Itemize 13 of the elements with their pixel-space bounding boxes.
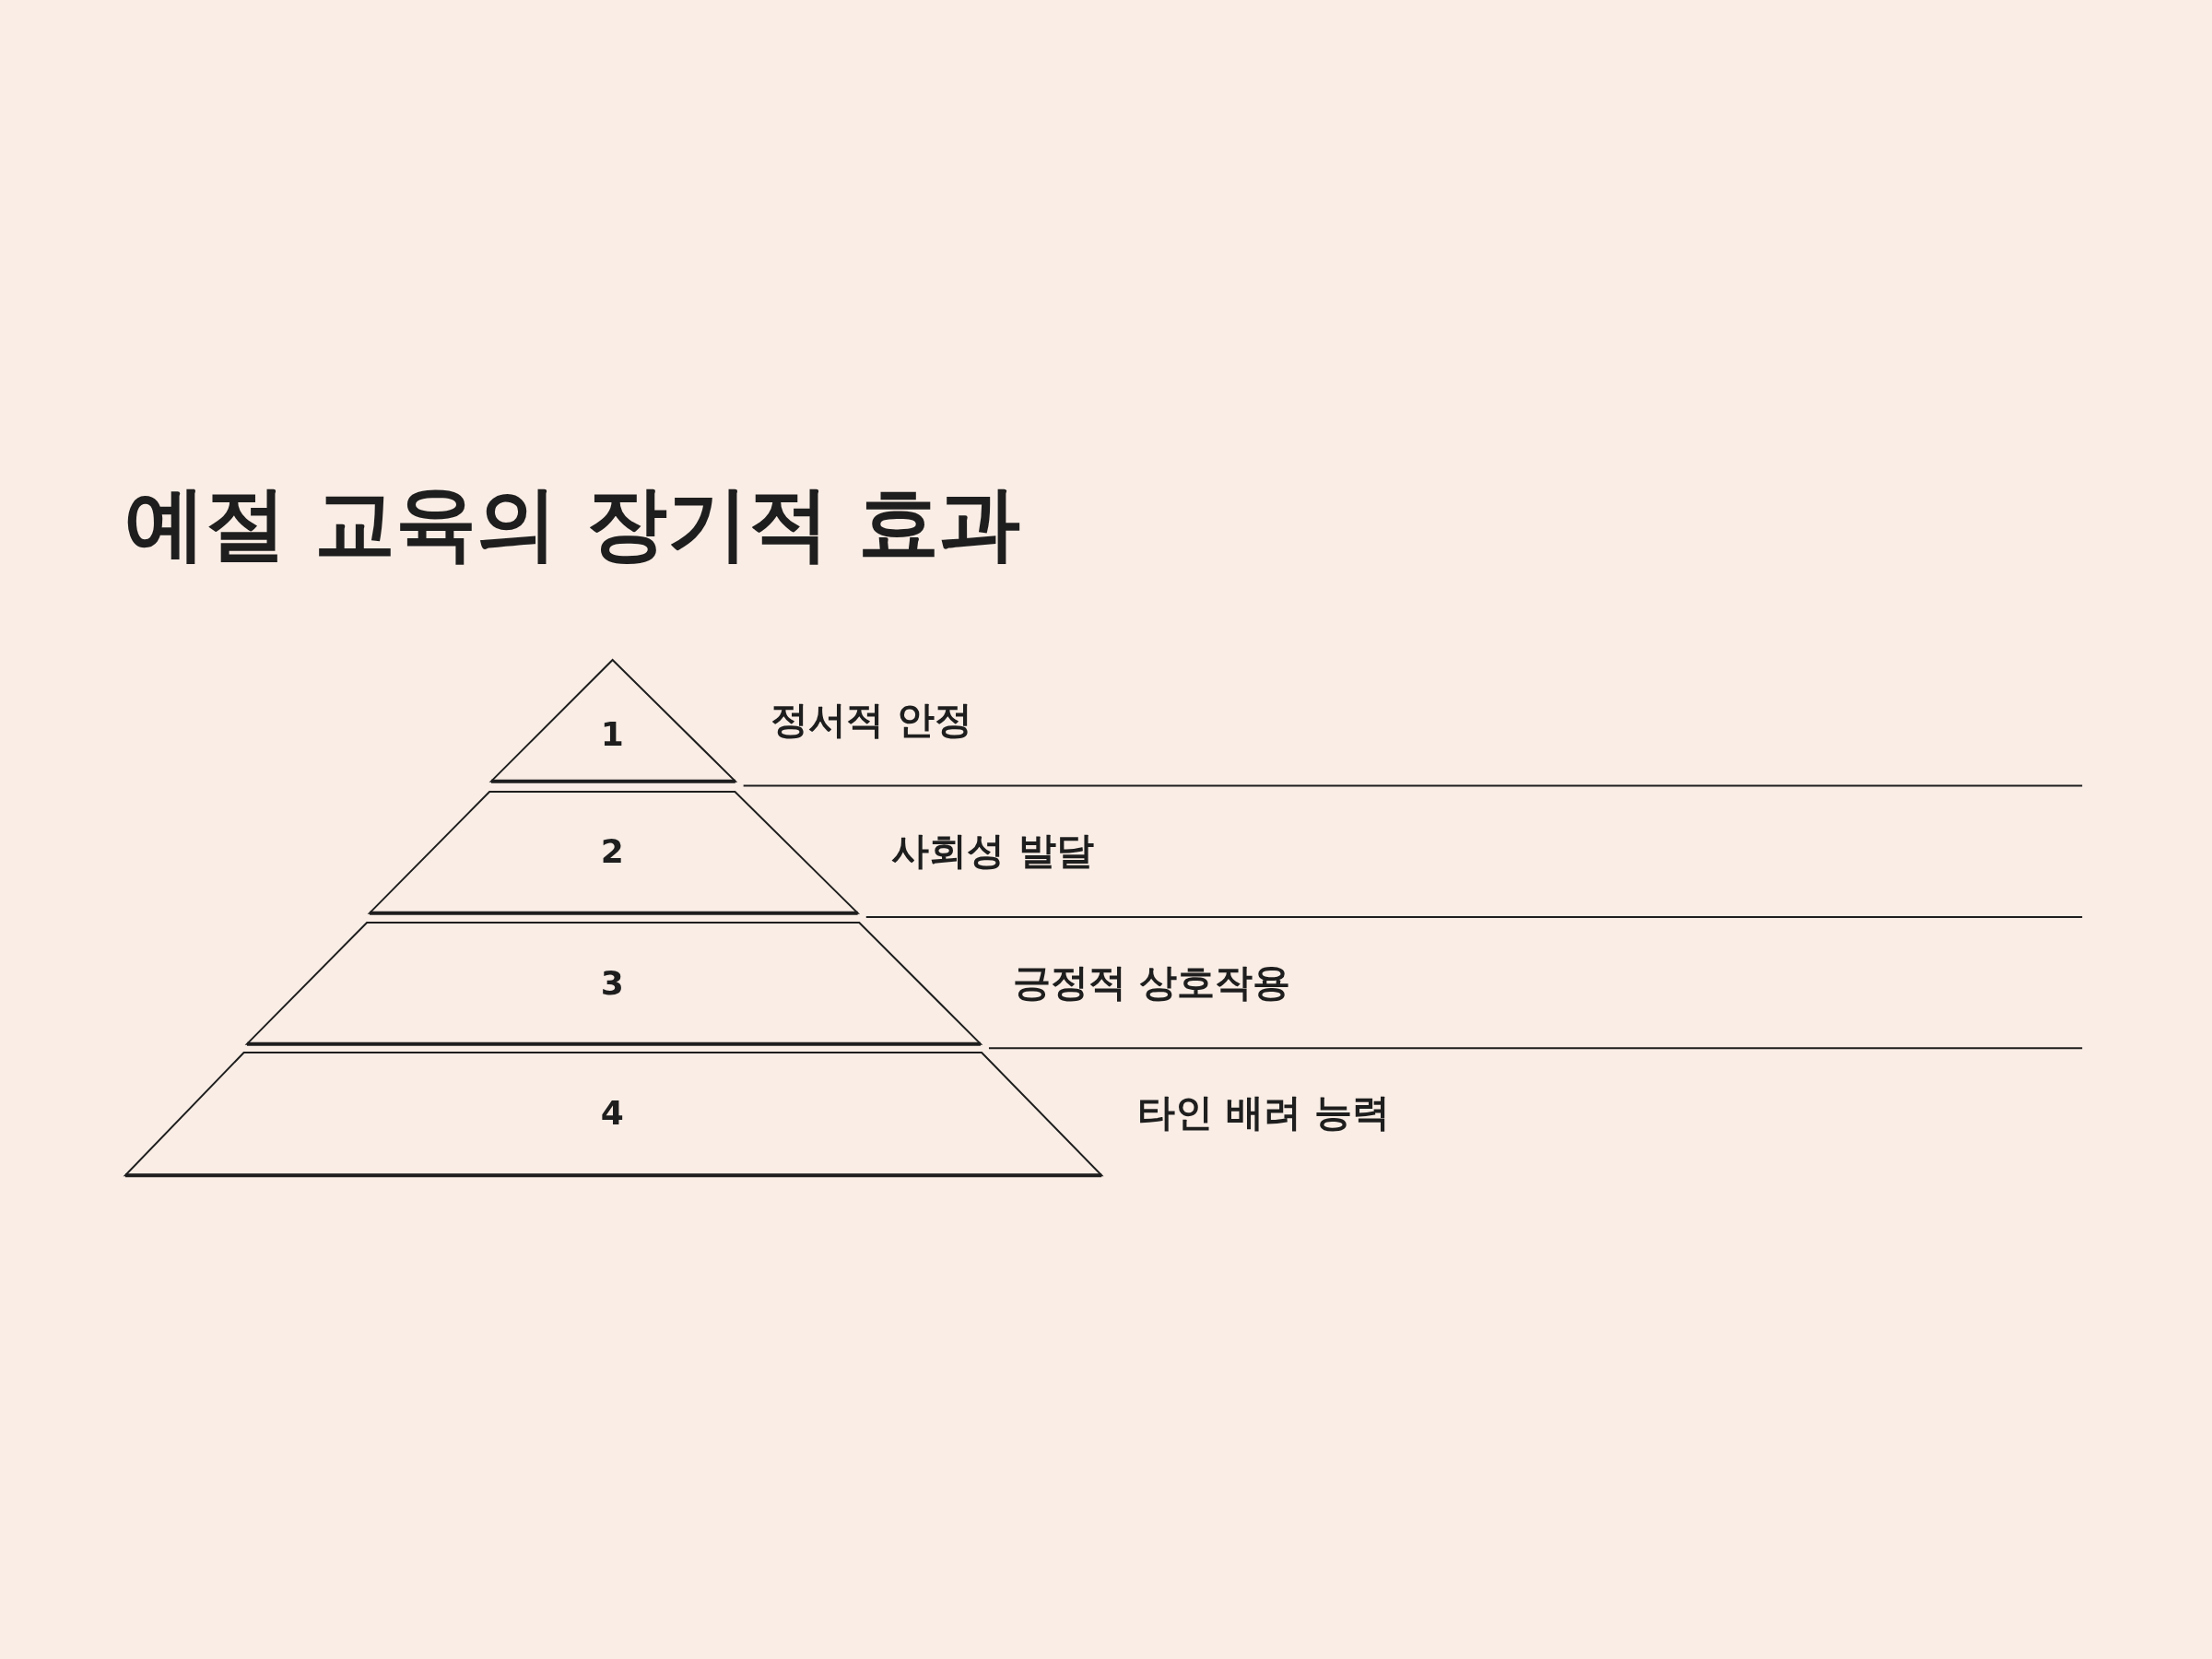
pyramid-tier (243, 920, 983, 1047)
tier-number: 4 (600, 1096, 624, 1130)
tier-label: 긍정적 상호작용 (1012, 960, 1291, 1006)
pyramid-tier (488, 657, 738, 784)
tier-label: 정서적 안정 (770, 698, 972, 744)
tier-number: 2 (600, 835, 624, 869)
tier-number: 1 (600, 718, 624, 752)
tier-number: 3 (600, 966, 624, 1000)
tier-label: 사회성 발달 (891, 829, 1094, 876)
pyramid-tier (367, 788, 861, 916)
pyramid-tier (123, 1049, 1105, 1178)
tier-label: 타인 배려 능력 (1136, 1090, 1391, 1136)
title: 예절 교육의 장기적 효과 (124, 479, 1020, 570)
